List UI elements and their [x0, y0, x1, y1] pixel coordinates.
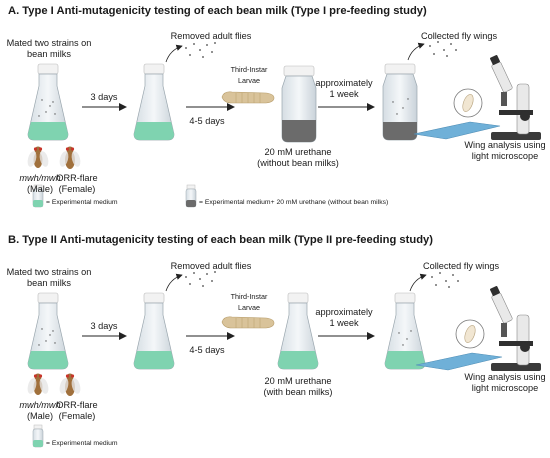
collected-wings-arrow [407, 42, 425, 61]
treatment-label: 20 mM urethane(with bean milks) [263, 376, 333, 397]
conical-flask-icon [27, 292, 69, 370]
conical-flask-icon [277, 292, 319, 370]
panel-b-title: B. Type II Anti-mutagenicity testing of … [8, 234, 433, 246]
legend-medium-label: = Experimental medium [46, 440, 118, 447]
legend-urethane-flask-icon [185, 184, 197, 208]
panel-a-title: A. Type I Anti-mutagenicity testing of e… [8, 5, 427, 17]
legend-medium-flask-icon [32, 184, 44, 208]
microscope-icon [490, 286, 541, 371]
removed-label: Removed adult flies [170, 31, 252, 41]
female-fly-icon [59, 146, 81, 169]
legend-medium-label: = Experimental medium [46, 199, 118, 206]
wing-zoom-icon [455, 319, 485, 349]
larva-icon [221, 316, 275, 329]
conical-flask-icon [384, 292, 426, 370]
panel-b-artwork [27, 271, 541, 448]
vial-urethane-icon [382, 63, 418, 141]
removed-label: Removed adult flies [170, 261, 252, 271]
male-fly-icon [27, 146, 49, 168]
female-fly-icon [59, 373, 81, 396]
flies-dots [185, 42, 216, 58]
step2-label: 4-5 days [189, 345, 225, 355]
microscope-icon [490, 55, 541, 140]
collected-label: Collected fly wings [420, 31, 498, 41]
legend-urethane-label: = Experimental medium+ 20 mM urethane (w… [199, 199, 389, 206]
removed-flies-arrow [165, 44, 183, 63]
larva-icon [221, 91, 275, 104]
female-label: ORR-flare(Female) [56, 400, 98, 421]
removed-flies-arrow [165, 273, 183, 292]
female-label: ORR-flare(Female) [56, 173, 98, 194]
wing-zoom-icon [453, 88, 483, 118]
panel-a-artwork [27, 41, 541, 208]
legend-medium-flask-icon [32, 424, 44, 448]
step1-label: 3 days [90, 321, 118, 331]
conical-flask-icon [133, 292, 175, 370]
step1-label: 3 days [90, 92, 118, 102]
treatment-label: 20 mM urethane(without bean milks) [257, 147, 339, 168]
collected-wings-arrow [409, 273, 427, 292]
conical-flask-icon [133, 63, 175, 141]
microscope-slide-icon [413, 121, 501, 140]
panel-b: B. Type II Anti-mutagenicity testing of … [0, 229, 550, 458]
microscope-slide-icon [415, 352, 503, 371]
male-label: mwh/mwh(Male) [19, 173, 61, 194]
male-fly-icon [27, 373, 49, 395]
vial-urethane-icon [281, 65, 317, 143]
collected-label: Collected fly wings [422, 261, 500, 271]
conical-flask-icon [27, 63, 69, 141]
male-label: mwh/mwh(Male) [19, 400, 61, 421]
panel-a: A. Type I Anti-mutagenicity testing of e… [0, 0, 550, 228]
step2-label: 4-5 days [189, 116, 225, 126]
